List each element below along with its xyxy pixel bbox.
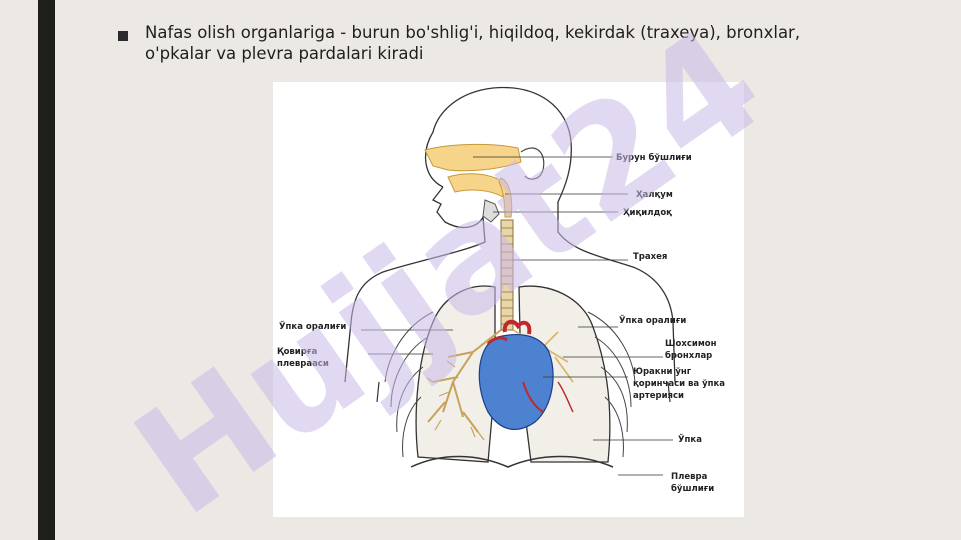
label-yurak-3: артерияси [633,391,684,401]
label-yurak-2: қоринчаси ва ўпка [633,379,725,389]
left-accent-bar [38,0,55,540]
label-shoxsimon-1: Шохсимон [665,339,717,349]
label-upka-oraligi-left: Ўпка оралиғи [279,320,346,332]
label-halqum: Ҳалқум [636,190,673,200]
trachea-rings [500,219,514,331]
diagram-labels: Бурун бўшлиғи Ҳалқум Ҳиқилдоқ Трахея Ўпк… [277,152,725,494]
label-traxeya: Трахея [633,252,667,262]
label-upka: Ўпка [678,433,702,445]
label-yurak-1: Юракни ўнг [633,367,692,377]
ribcage [384,311,636,458]
label-leader-lines [361,156,673,476]
heart [478,319,574,430]
label-plevra-2: бўшлиғи [671,483,714,494]
label-burun: Бурун бўшлиғи [616,152,692,163]
label-plevra-1: Плевра [671,472,708,482]
bullet-item: Nafas olish organlariga - burun bo'shlig… [118,22,818,64]
bullet-marker-icon [118,31,128,41]
label-hiqildoq: Ҳиқилдоқ [623,208,672,218]
label-shoxsimon-2: бронхлар [665,350,712,361]
label-qovirga-2: плеврааси [277,359,329,369]
anatomy-illustration: Бурун бўшлиғи Ҳалқум Ҳиқилдоқ Трахея Ўпк… [277,86,725,494]
bullet-text: Nafas olish organlariga - burun bo'shlig… [145,23,801,63]
respiratory-system-diagram: Бурун бўшлиғи Ҳалқум Ҳиқилдоқ Трахея Ўпк… [273,82,744,517]
label-qovirga-1: Қовирға [277,347,317,357]
label-upka-oraligi-right: Ўпка оралиғи [619,314,686,326]
